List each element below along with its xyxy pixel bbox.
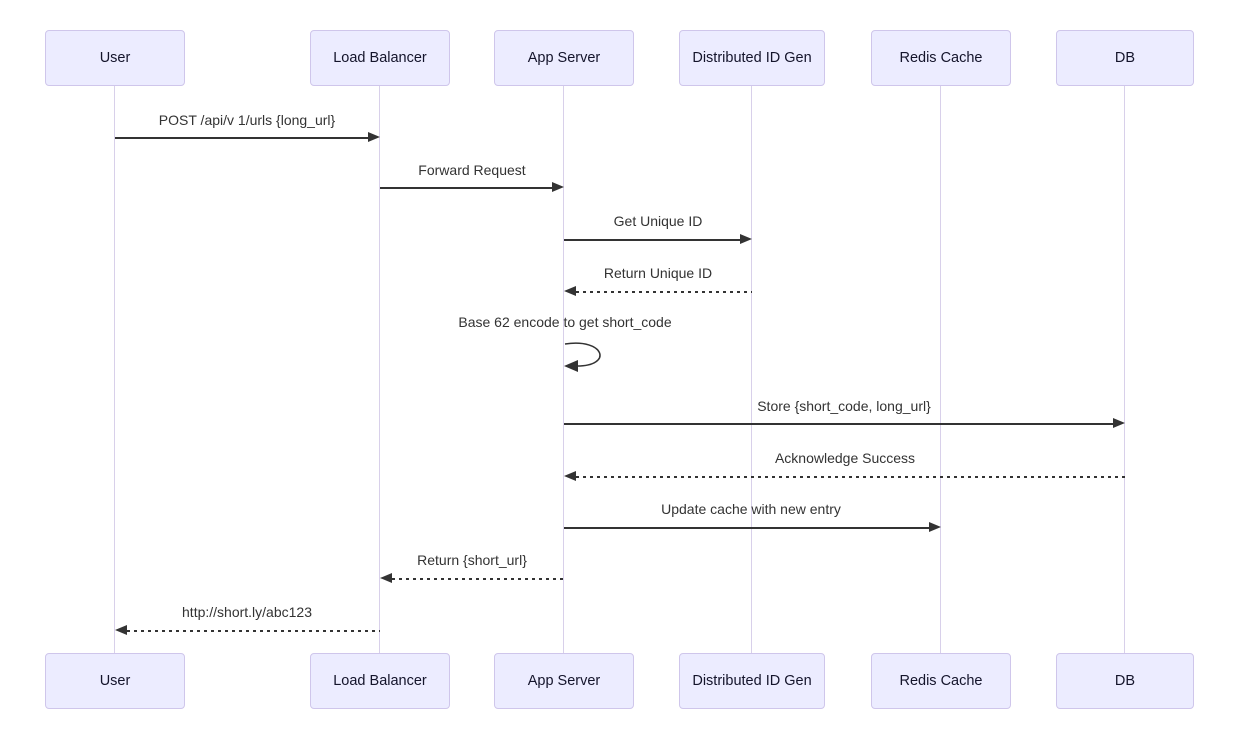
arrowhead-left-icon bbox=[564, 286, 576, 296]
message-arrow-return-short-url bbox=[380, 573, 564, 583]
lifeline-distributed-id-gen bbox=[751, 86, 752, 653]
actor-load-balancer-bottom: Load Balancer bbox=[310, 653, 450, 709]
message-arrow-update-cache bbox=[564, 522, 941, 532]
message-label-post-urls: POST /api/v 1/urls {long_url} bbox=[158, 112, 336, 128]
message-arrow-post-urls bbox=[115, 132, 380, 142]
actor-redis-cache-top: Redis Cache bbox=[871, 30, 1011, 86]
lifeline-db bbox=[1124, 86, 1125, 653]
message-arrow-acknowledge-success bbox=[564, 471, 1125, 481]
actor-app-server-bottom: App Server bbox=[494, 653, 634, 709]
message-arrow-short-link bbox=[115, 625, 380, 635]
lifeline-redis-cache bbox=[940, 86, 941, 653]
arrowhead-right-icon bbox=[740, 234, 752, 244]
arrowhead-right-icon bbox=[1113, 418, 1125, 428]
message-arrow-return-unique-id bbox=[564, 286, 752, 296]
lifeline-load-balancer bbox=[379, 86, 380, 653]
arrowhead-left-icon bbox=[380, 573, 392, 583]
lifeline-user bbox=[114, 86, 115, 653]
message-label-get-unique-id: Get Unique ID bbox=[613, 213, 703, 229]
self-loop-arrow bbox=[564, 342, 601, 372]
arrowhead-right-icon bbox=[929, 522, 941, 532]
actor-user-bottom: User bbox=[45, 653, 185, 709]
actor-redis-cache-bottom: Redis Cache bbox=[871, 653, 1011, 709]
actor-app-server-top: App Server bbox=[494, 30, 634, 86]
actor-db-top: DB bbox=[1056, 30, 1194, 86]
actor-load-balancer-top: Load Balancer bbox=[310, 30, 450, 86]
actor-distributed-id-gen-top: Distributed ID Gen bbox=[679, 30, 825, 86]
lifeline-app-server bbox=[563, 86, 564, 653]
message-label-forward-request: Forward Request bbox=[418, 162, 526, 178]
actor-db-bottom: DB bbox=[1056, 653, 1194, 709]
arrowhead-right-icon bbox=[552, 182, 564, 192]
actor-distributed-id-gen-bottom: Distributed ID Gen bbox=[679, 653, 825, 709]
message-label-return-unique-id: Return Unique ID bbox=[603, 265, 713, 281]
message-label-base62-encode: Base 62 encode to get short_code bbox=[458, 314, 672, 330]
message-label-update-cache: Update cache with new entry bbox=[661, 501, 841, 517]
arrowhead-left-icon bbox=[115, 625, 127, 635]
arrowhead-left-icon bbox=[564, 471, 576, 481]
message-label-return-short-url: Return {short_url} bbox=[417, 552, 527, 568]
actor-user-top: User bbox=[45, 30, 185, 86]
message-label-store-short-code: Store {short_code, long_url} bbox=[757, 398, 931, 414]
message-arrow-get-unique-id bbox=[564, 234, 752, 244]
message-arrow-store-short-code bbox=[564, 418, 1125, 428]
arrowhead-right-icon bbox=[368, 132, 380, 142]
message-label-acknowledge-success: Acknowledge Success bbox=[774, 450, 916, 466]
message-label-short-link: http://short.ly/abc123 bbox=[182, 604, 312, 620]
message-arrow-forward-request bbox=[380, 182, 564, 192]
